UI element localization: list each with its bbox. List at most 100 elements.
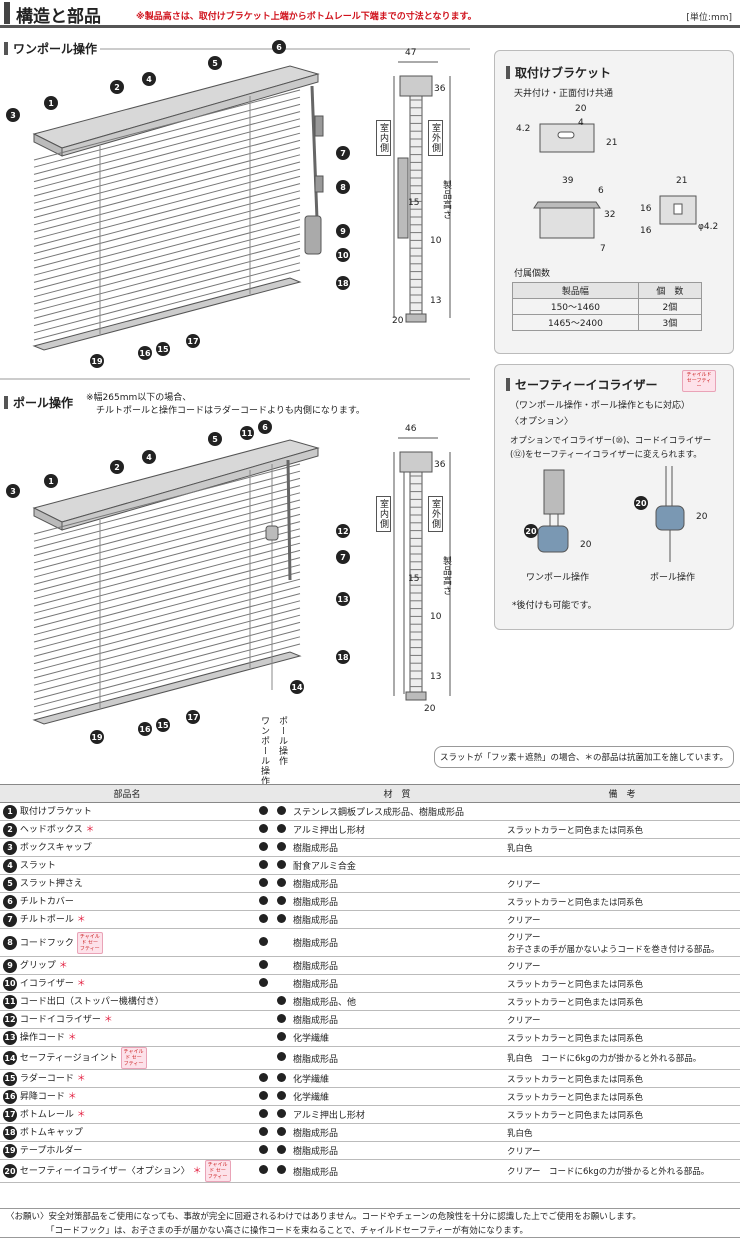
- onepole-cell: [254, 838, 272, 857]
- part-name: チルトカバー: [19, 897, 74, 908]
- part-number: 4: [3, 858, 17, 873]
- onepole-cell: [254, 1028, 272, 1047]
- applicable-dot: [276, 1072, 286, 1082]
- callout-4: 4: [142, 450, 156, 464]
- col-pole: ポール操作: [277, 716, 287, 766]
- material-cell: 化学繊維: [290, 1069, 504, 1088]
- side-15: 15: [408, 198, 420, 208]
- slat: [33, 643, 301, 715]
- callout-1: 1: [44, 474, 58, 488]
- callout-16: 16: [138, 346, 152, 360]
- safety-dim-b: 20: [696, 512, 708, 522]
- slat: [33, 154, 301, 226]
- applicable-dot: [258, 805, 268, 815]
- callout-5: 5: [208, 56, 222, 70]
- pole-cell: [272, 1069, 290, 1088]
- applicable-dot: [258, 959, 268, 969]
- material-cell: ステンレス鋼板プレス成形品、樹脂成形品: [290, 802, 504, 821]
- callout-1: 1: [44, 96, 58, 110]
- pole-cell: [272, 992, 290, 1011]
- pole-cell: [272, 1123, 290, 1142]
- material-cell: 化学繊維: [290, 1028, 504, 1047]
- remark-cell: クリアーお子さまの手が届かないようコードを巻き付ける部品。: [504, 928, 740, 957]
- slat: [33, 470, 301, 542]
- side-outdoor: 室外側: [428, 496, 443, 532]
- side-top: 36: [434, 460, 446, 470]
- remark-text: クリアー: [507, 1146, 541, 1157]
- part-number: 12: [3, 1012, 17, 1027]
- applicable-dot: [258, 1108, 268, 1118]
- slat: [33, 535, 301, 607]
- header-onepole: [254, 784, 272, 803]
- applicable-dot: [258, 877, 268, 887]
- callout-6: 6: [272, 40, 286, 54]
- table-row: 11 コード出口（ストッパー機構付き）樹脂成形品、他スラットカラーと同色または同…: [0, 992, 740, 1011]
- material-cell: 化学繊維: [290, 1087, 504, 1106]
- one-pole-heading: ワンポール操作: [4, 40, 97, 57]
- part-number: 6: [3, 894, 17, 909]
- slat: [33, 521, 301, 593]
- pole-note-2: チルトポールと操作コードはラダーコードよりも内側になります。: [96, 406, 365, 416]
- part-name-cell: 20 セーフティーイコライザー〈オプション〉 ＊ チャイルド セーフティー: [0, 1159, 254, 1183]
- side-height: 製品高さ: [441, 180, 451, 220]
- slat: [33, 132, 301, 204]
- col-onepole: ワンポール操作: [259, 716, 269, 786]
- onepole-cell: [254, 892, 272, 911]
- remark-text: スラットカラーと同色または同系色: [507, 997, 644, 1008]
- callout-10: 10: [336, 248, 350, 262]
- applicable-dot: [276, 1126, 286, 1136]
- remark-cell: 乳白色: [504, 1123, 740, 1142]
- section-divider: [0, 378, 470, 380]
- pole-cell: [272, 874, 290, 893]
- table-row: 6 チルトカバー樹脂成形品スラットカラーと同色または同系色: [0, 892, 740, 911]
- remark-text: クリアー: [507, 932, 541, 943]
- antibacterial-mark: ＊: [85, 825, 95, 836]
- part-number: 9: [3, 958, 17, 973]
- safety-line-4: (⑫)をセーフティーイコライザーに変えられます。: [510, 450, 702, 460]
- slat: [33, 463, 301, 535]
- applicable-dot: [276, 1013, 286, 1023]
- slat: [33, 600, 301, 672]
- material-cell: 樹脂成形品: [290, 1141, 504, 1160]
- pole-cell: [272, 802, 290, 821]
- table-row: 13 操作コード ＊化学繊維スラットカラーと同色または同系色: [0, 1028, 740, 1047]
- slat: [33, 247, 301, 319]
- part-name-cell: 11 コード出口（ストッパー機構付き）: [0, 992, 254, 1011]
- table-row: 1 取付けブラケットステンレス鋼板プレス成形品、樹脂成形品: [0, 802, 740, 821]
- part-name-cell: 6 チルトカバー: [0, 892, 254, 911]
- bracket-dim-a: 20: [575, 104, 587, 114]
- part-name-cell: 18 ボトムキャップ: [0, 1123, 254, 1142]
- slat: [33, 513, 301, 585]
- part-name-cell: 17 ボトムレール ＊: [0, 1105, 254, 1124]
- slat: [33, 549, 301, 621]
- footer-line-1: 〈お願い〉安全対策部品をご使用になっても、事故が完全に回避されるわけではありませ…: [6, 1212, 641, 1222]
- slat: [33, 197, 301, 269]
- antibacterial-mark: ＊: [103, 1015, 113, 1026]
- applicable-dot: [276, 877, 286, 887]
- table-row: 16 昇降コード ＊化学繊維スラットカラーと同色または同系色: [0, 1087, 740, 1106]
- qty-cell: 3個: [637, 314, 703, 331]
- part-name: ボトムレール: [19, 1110, 74, 1121]
- pole-cell: [272, 1159, 290, 1183]
- slat: [33, 629, 301, 701]
- safety-dim-a: 20: [580, 540, 592, 550]
- part-name-cell: 12 コードイコライザー ＊: [0, 1010, 254, 1029]
- qty-cell: 1465～2400: [512, 314, 639, 331]
- part-name-cell: 9 グリップ ＊: [0, 956, 254, 975]
- part-name: チルトポール: [19, 915, 74, 926]
- applicable-dot: [258, 913, 268, 923]
- qty-cell: 2個: [637, 298, 703, 315]
- slat: [33, 614, 301, 686]
- safety-panel: [494, 364, 734, 630]
- part-name-cell: 5 スラット押さえ: [0, 874, 254, 893]
- bracket-dim-i: 21: [676, 176, 688, 186]
- material-cell: アルミ押出し形材: [290, 820, 504, 839]
- slat: [33, 578, 301, 650]
- slat: [33, 528, 301, 600]
- applicable-dot: [258, 895, 268, 905]
- remark-cell: 乳白色 コードに6kgの力が掛かると外れる部品。: [504, 1046, 740, 1070]
- remark-cell: [504, 802, 740, 821]
- slat: [33, 111, 301, 183]
- qty-header: 個 数: [637, 282, 703, 299]
- applicable-dot: [258, 936, 268, 946]
